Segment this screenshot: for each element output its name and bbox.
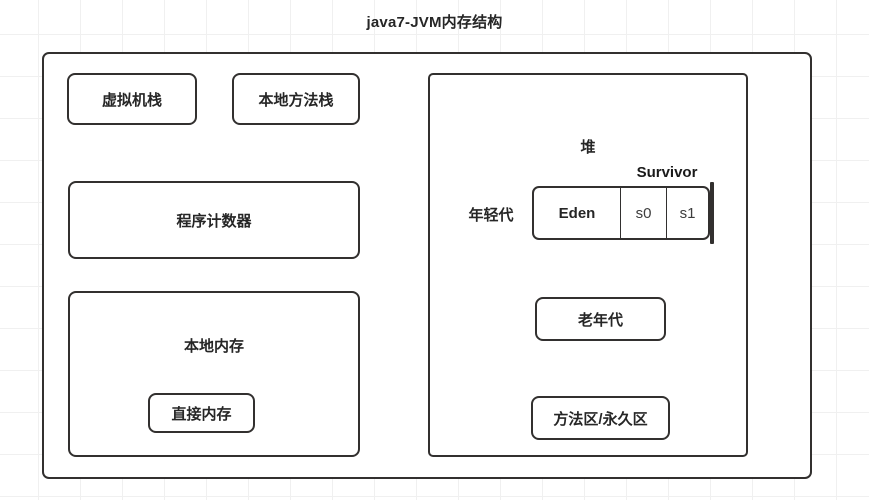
survivor-label: Survivor — [636, 164, 698, 181]
heap-label: 堆 — [580, 139, 596, 156]
program-counter-label: 程序计数器 — [176, 212, 252, 230]
young-generation-label: 年轻代 — [468, 207, 514, 224]
heap-container — [428, 73, 748, 457]
old-generation-box[interactable]: 老年代 — [535, 297, 666, 341]
direct-memory-label: 直接内存 — [171, 405, 232, 423]
survivor-0-box[interactable]: s0 — [620, 186, 667, 240]
survivor-0-label: s0 — [635, 204, 652, 222]
survivor-edge-bar — [710, 182, 714, 244]
native-memory-label: 本地内存 — [183, 338, 244, 355]
survivor-1-label: s1 — [679, 204, 696, 222]
native-method-stack-label: 本地方法栈 — [258, 91, 334, 109]
vm-stack-box[interactable]: 虚拟机栈 — [67, 73, 197, 125]
native-method-stack-box[interactable]: 本地方法栈 — [232, 73, 360, 125]
direct-memory-box[interactable]: 直接内存 — [148, 393, 255, 433]
old-generation-label: 老年代 — [577, 311, 623, 329]
page-title: java7-JVM内存结构 — [366, 14, 503, 31]
eden-label: Eden — [558, 204, 596, 222]
vm-stack-label: 虚拟机栈 — [101, 91, 162, 109]
survivor-1-box[interactable]: s1 — [666, 186, 710, 240]
eden-box[interactable]: Eden — [532, 186, 621, 240]
method-area-label: 方法区/永久区 — [553, 410, 648, 428]
method-area-box[interactable]: 方法区/永久区 — [531, 396, 670, 440]
program-counter-box[interactable]: 程序计数器 — [68, 181, 360, 259]
